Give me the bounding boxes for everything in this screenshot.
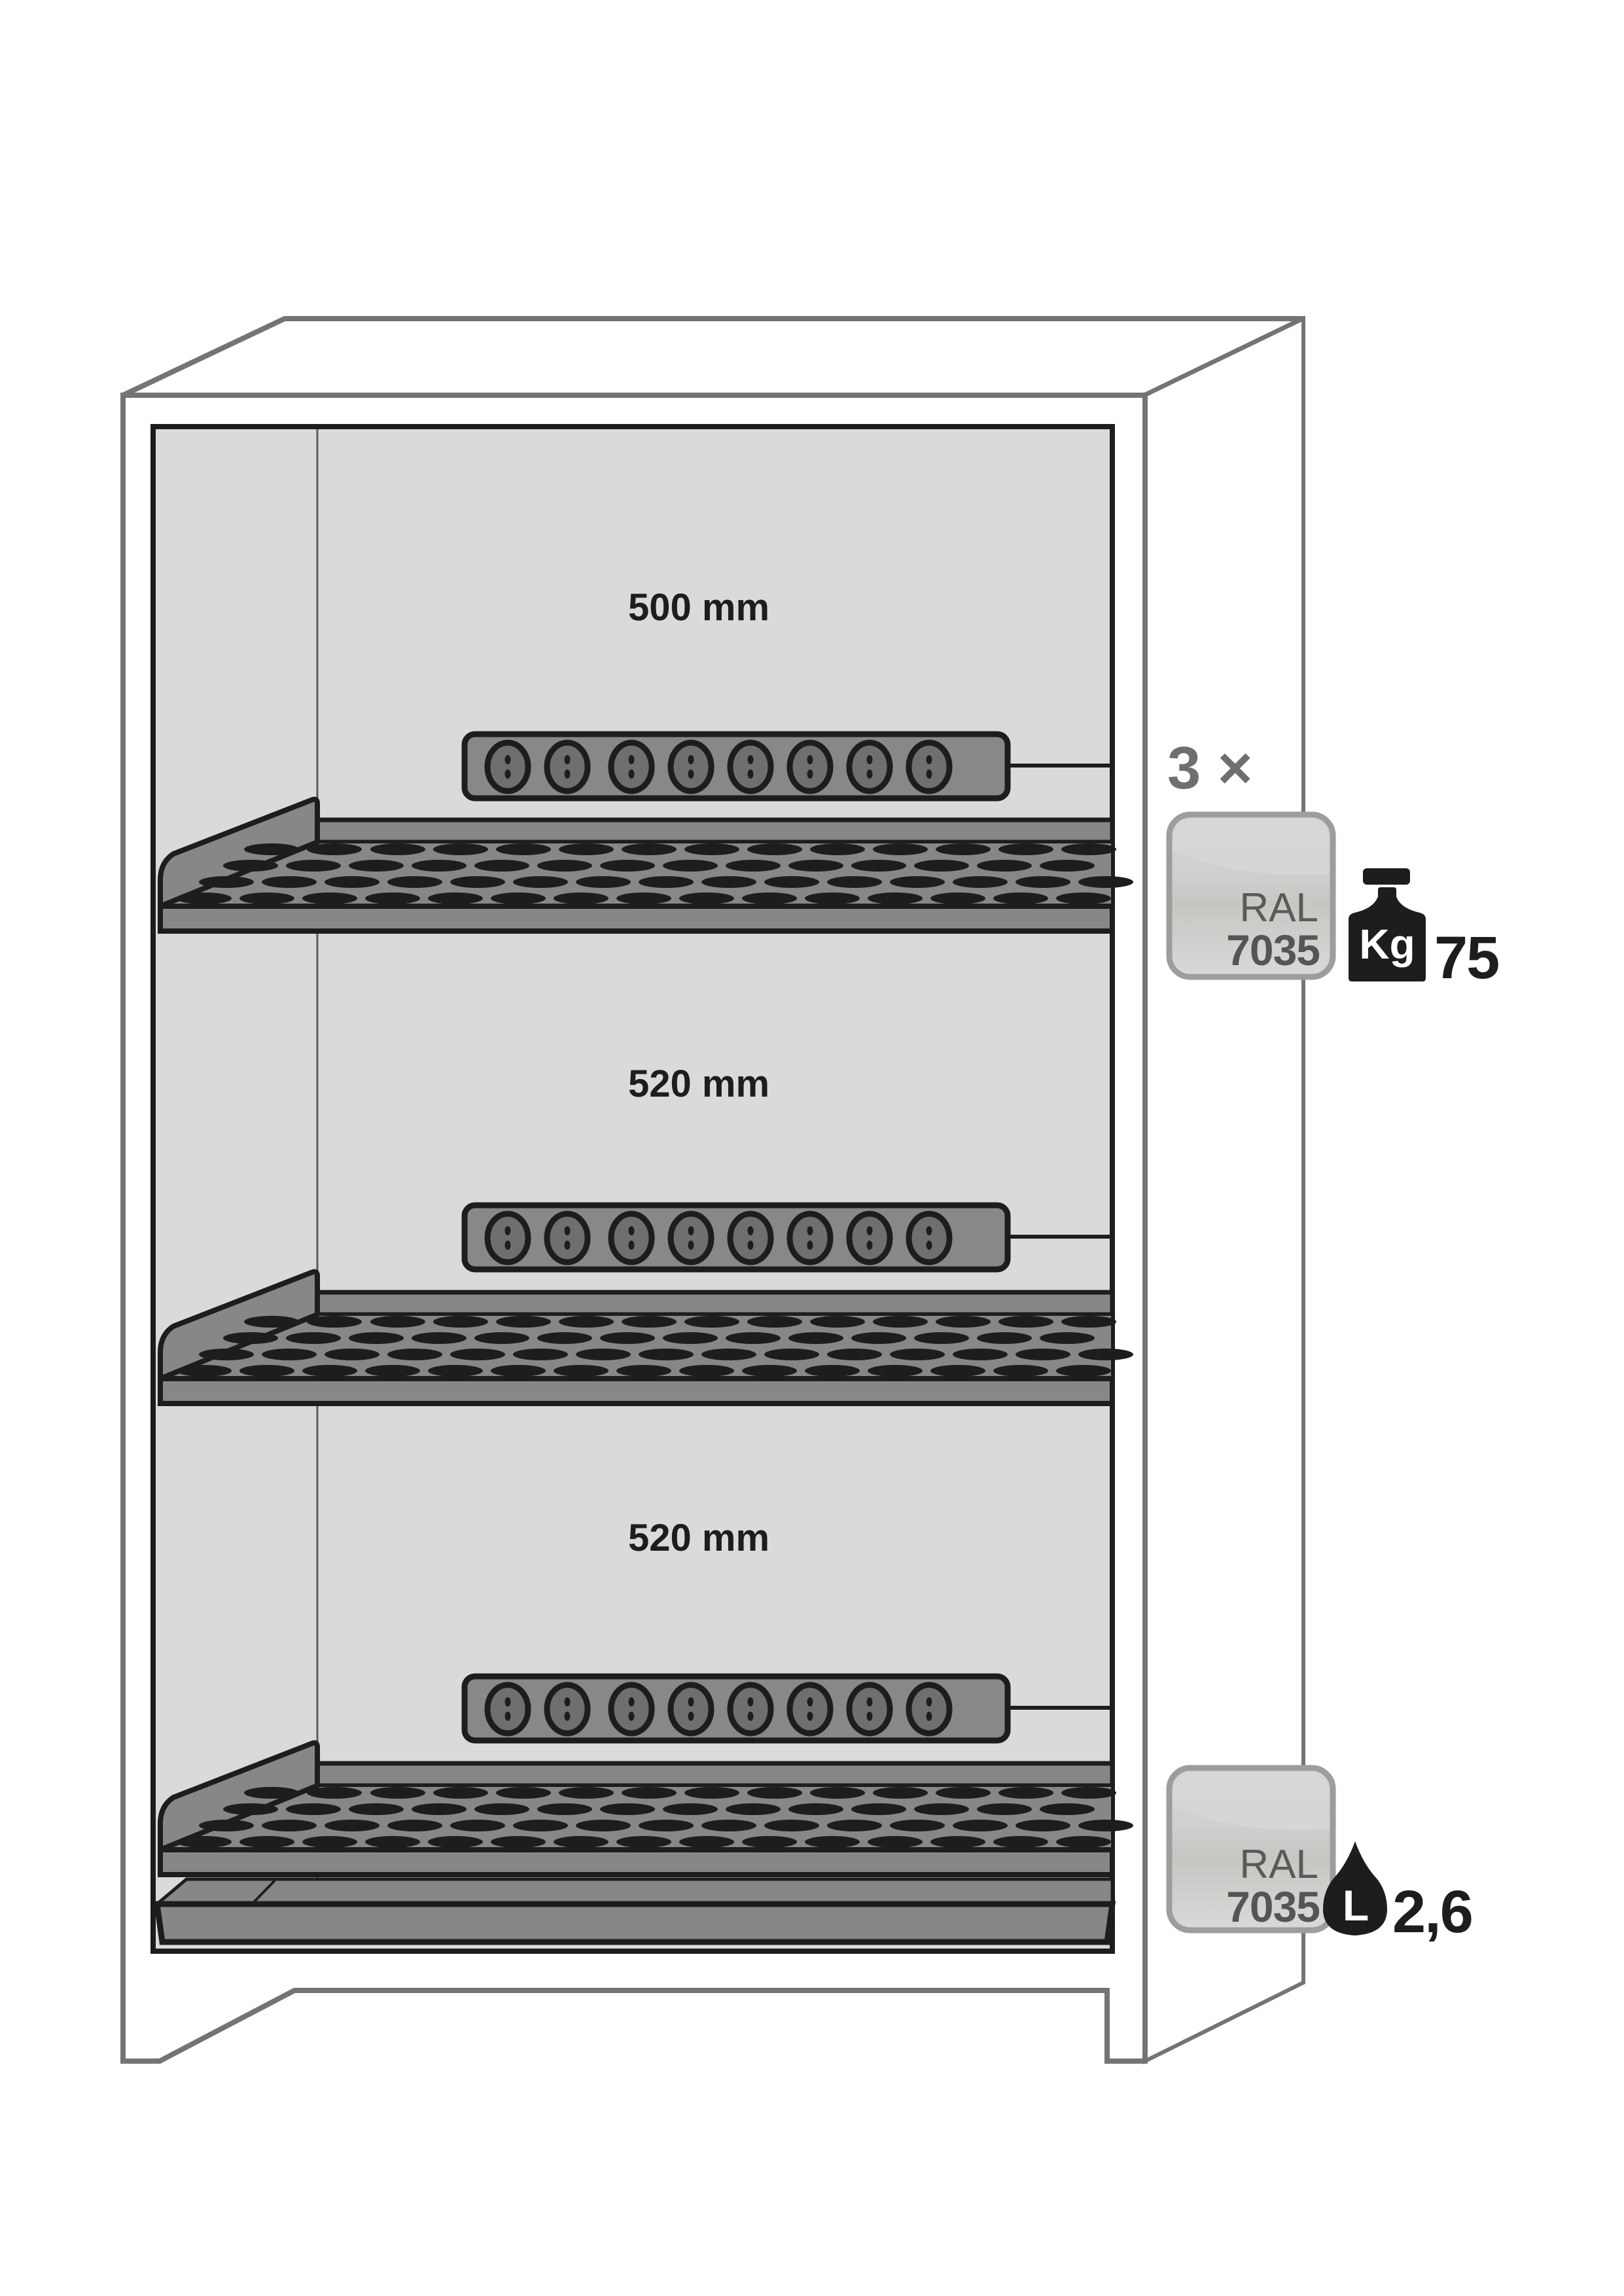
shelf-2 [158,1269,1133,1406]
ral-code: 7035 [1226,1882,1320,1931]
sump-spec: RAL 7035 L 2,6 [1166,1765,1474,1945]
height-label-compartment-2: 520 mm [628,1063,769,1105]
ral-badge-shelves: RAL 7035 [1166,811,1336,980]
power-strip-3 [461,1673,1112,1744]
shelf-load-value: 75 [1434,925,1498,991]
svg-text:L: L [1343,1881,1369,1930]
shelf-quantity-label: 3 × [1167,735,1252,802]
cabinet-top-face [122,316,1305,398]
ral-word: RAL [1239,1842,1318,1887]
height-label-compartment-1: 500 mm [628,586,769,629]
ral-word: RAL [1239,885,1318,930]
ral-code: 7035 [1226,926,1320,974]
power-strip-2 [461,1202,1112,1273]
compartment-1: 500 mm [158,586,1133,934]
weight-kg-icon: Kg [1349,868,1426,981]
compartment-2: 520 mm [158,1063,1133,1406]
svg-text:Kg: Kg [1359,921,1415,968]
shelf-3 [158,1740,1133,1877]
sump-tray [152,1877,1116,1945]
height-label-compartment-3: 520 mm [628,1517,769,1559]
sump-volume-value: 2,6 [1392,1879,1472,1945]
shelf-1 [158,796,1133,934]
power-strip-1 [461,731,1112,802]
ral-badge-sump: RAL 7035 [1166,1765,1336,1934]
liquid-drop-l-icon: L [1323,1841,1387,1935]
compartment-3: 520 mm [158,1517,1133,1877]
shelf-spec: 3 × RAL 7035 Kg 75 [1166,735,1500,991]
